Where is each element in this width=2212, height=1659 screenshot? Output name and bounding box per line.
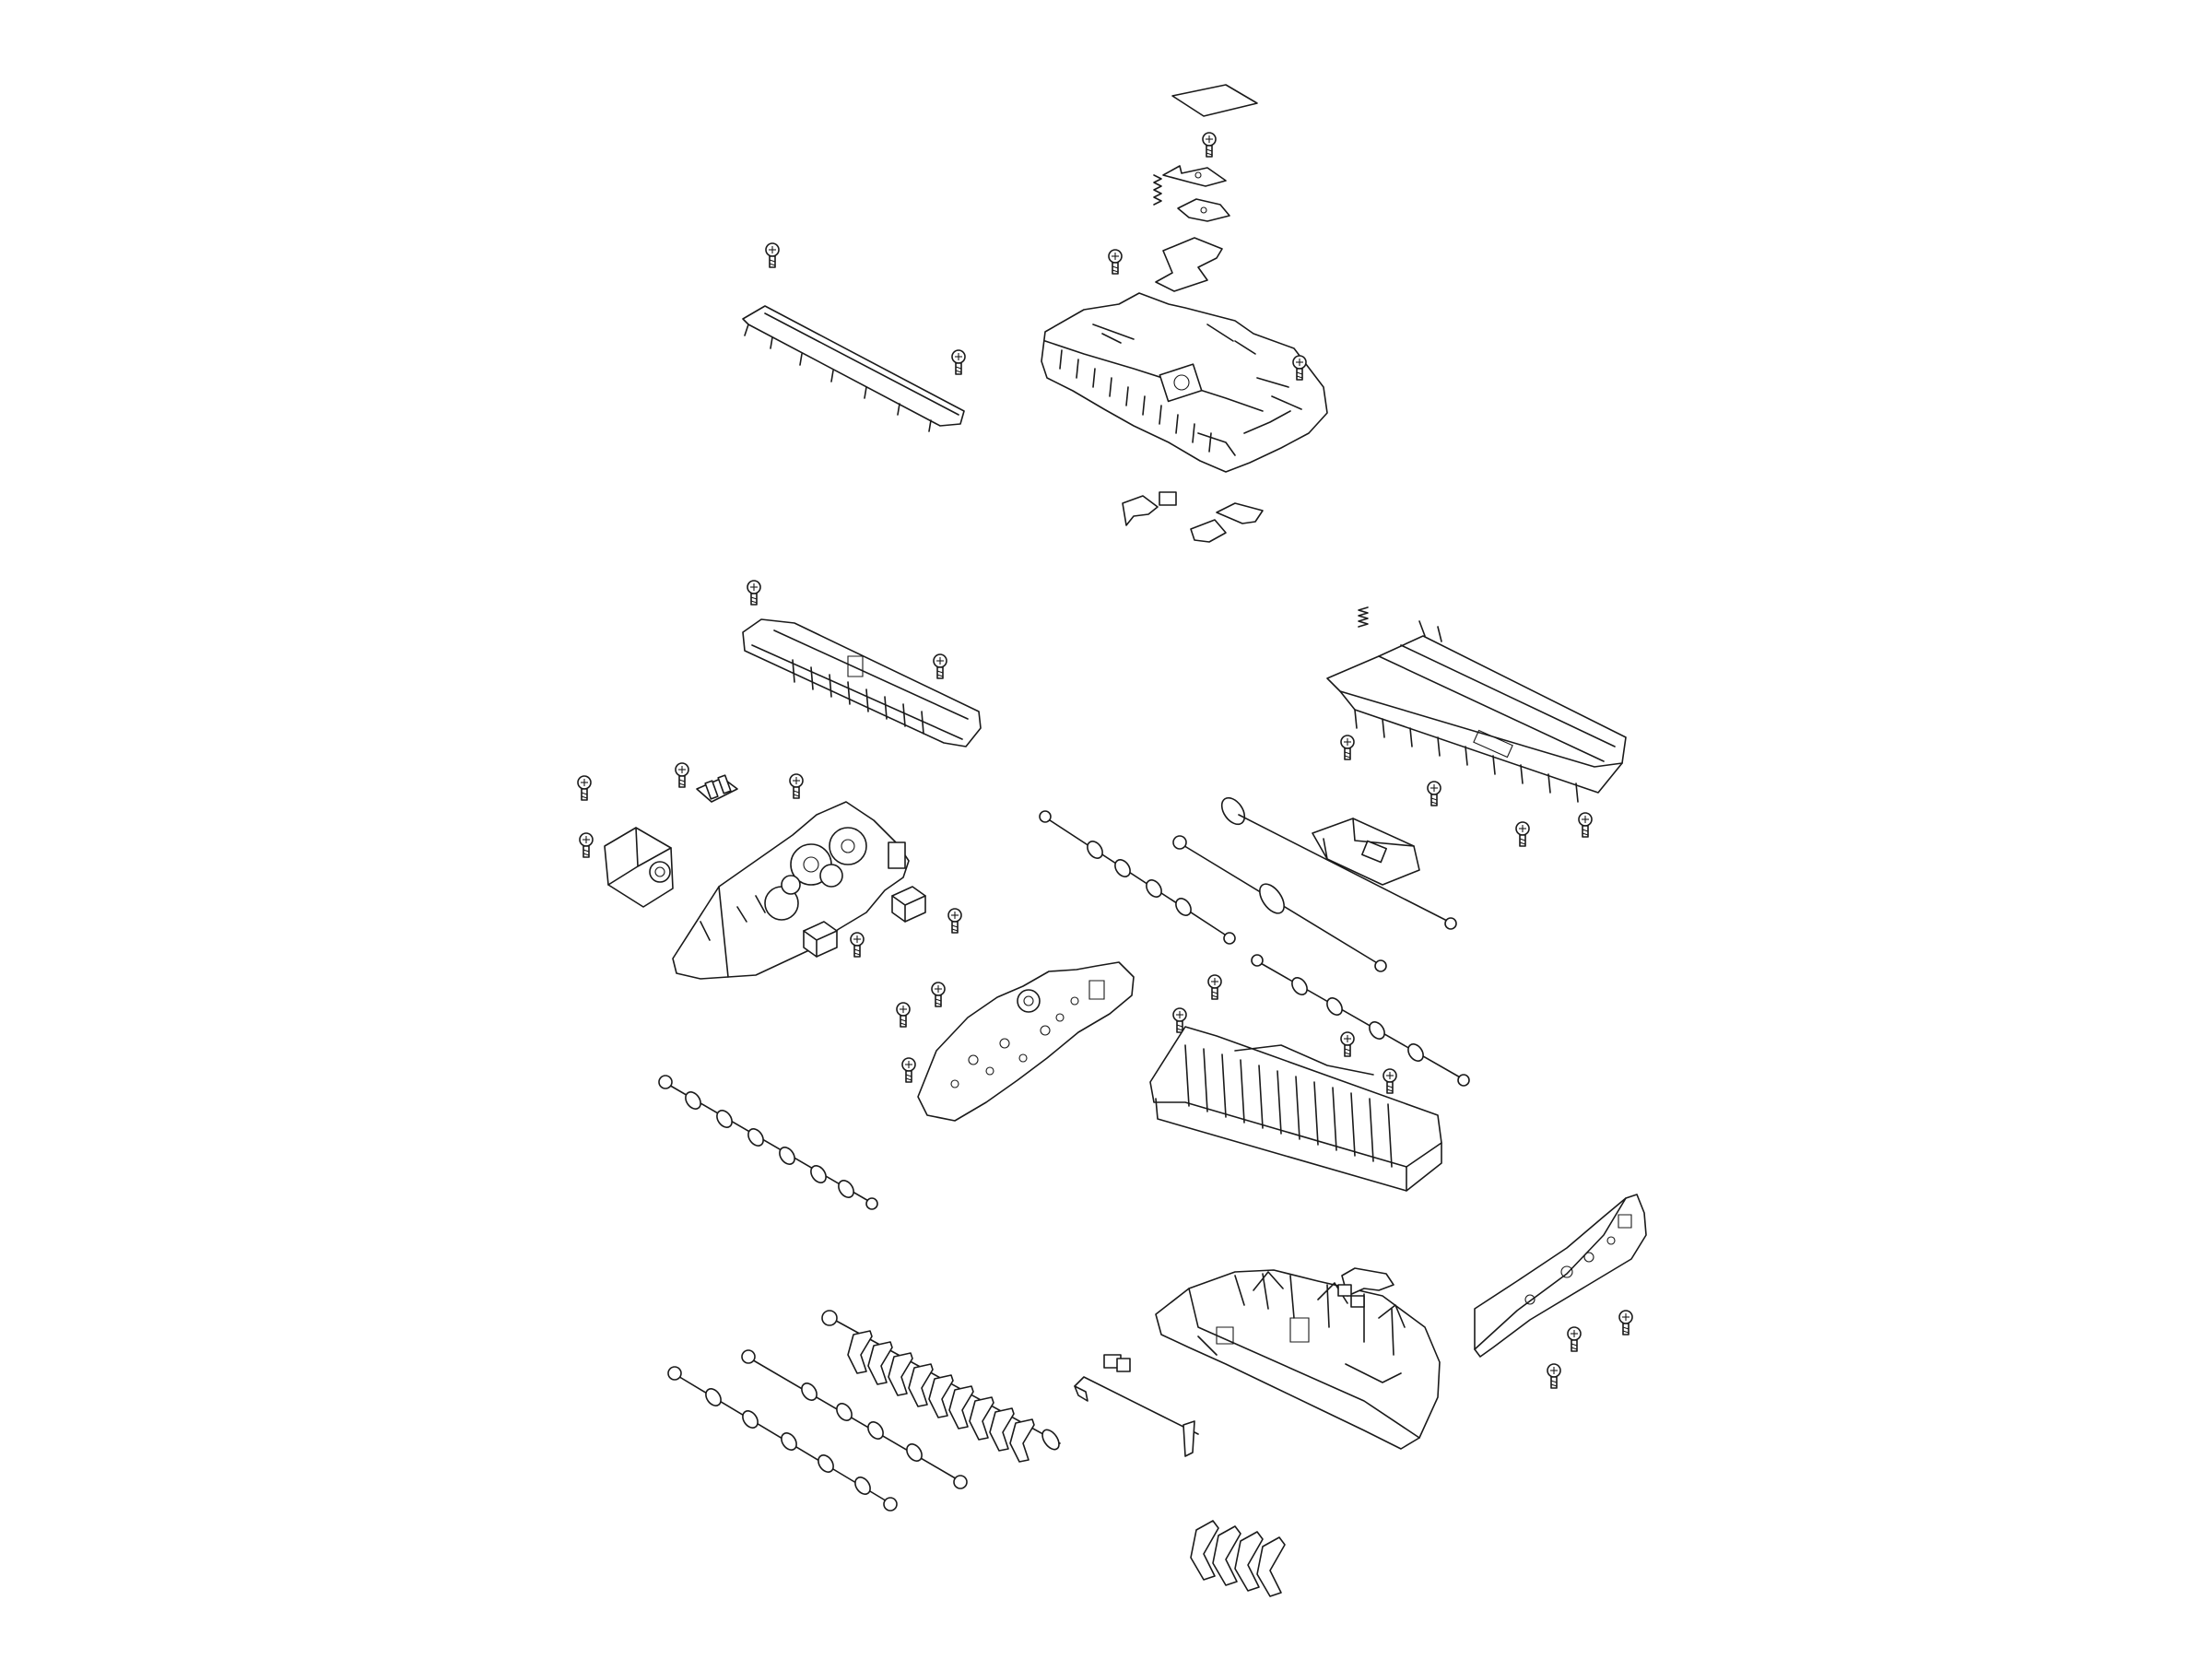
switch-block-1 (892, 887, 925, 922)
screw-guide-1 (1340, 735, 1355, 760)
switch-block-2 (804, 922, 837, 957)
screw-guide-4 (1578, 812, 1593, 838)
clip-small-right (1217, 503, 1263, 524)
bracket-lower (1178, 199, 1230, 221)
lever-shaft-bottom (1075, 1377, 1198, 1456)
side-plate-center (918, 962, 1134, 1121)
screw-sideframe-top (747, 580, 761, 606)
side-frame-upper (743, 619, 981, 747)
screw-sideplate-1 (1618, 1310, 1633, 1335)
separator-pad-4 (1257, 1537, 1285, 1596)
exit-roller-shaft (1252, 955, 1469, 1086)
stepper-motor (605, 828, 673, 907)
separator-pad-1 (1191, 1521, 1218, 1580)
spring-top (1154, 175, 1161, 205)
screw-switch-1 (947, 908, 962, 934)
screw-rail-right (951, 349, 966, 375)
screw-motor-1 (577, 775, 592, 801)
feed-roller-shaft-2 (1173, 836, 1386, 971)
screw-transport-3 (1340, 1031, 1355, 1057)
screw-frame-left (1108, 249, 1123, 275)
label-plate (1172, 85, 1257, 116)
clip-small-center (1191, 520, 1226, 542)
screw-transport-1 (1207, 974, 1222, 1000)
paper-transport-guide (1150, 1027, 1441, 1191)
screw-switch-2 (850, 932, 865, 958)
spring-guide (1359, 607, 1368, 627)
roller-shaft-left-upper (659, 1076, 877, 1209)
screw-plate-3 (901, 1057, 916, 1083)
base-frame-assembly (1156, 1270, 1440, 1449)
clip-small-left (1123, 492, 1176, 525)
screw-sideplate-2 (1567, 1326, 1582, 1352)
hinge-plate (1156, 238, 1222, 291)
screw-motor-3 (675, 762, 689, 788)
roller-shaft-bottom-middle (742, 1350, 967, 1488)
sensor-bracket (697, 775, 737, 802)
screw-sideframe-right (933, 653, 947, 679)
screw-motor-4 (789, 773, 804, 799)
roller-shaft-bottom-left (668, 1367, 897, 1511)
bracket-upper (1163, 166, 1226, 186)
screw-motor-2 (579, 832, 594, 858)
screw-plate-1 (931, 982, 946, 1007)
pickup-roller-assembly (1218, 794, 1456, 929)
screw-guide-3 (1515, 821, 1530, 847)
separator-finger-shaft (822, 1311, 1063, 1463)
screw-guide-2 (1427, 781, 1441, 806)
feed-roller-shaft-1 (1040, 811, 1235, 944)
paper-guide-plate (1327, 621, 1626, 802)
drive-gear-frame (673, 802, 909, 979)
screw-plate-2 (896, 1002, 911, 1028)
guide-rail-top (743, 306, 964, 431)
screw-rail-left (765, 242, 780, 268)
side-plate-right (1475, 1194, 1646, 1357)
sensor-small-bottom (1104, 1355, 1130, 1371)
separator-pad-3 (1235, 1532, 1263, 1591)
screw-top (1202, 132, 1217, 158)
separator-pad-2 (1213, 1526, 1241, 1585)
screw-sideplate-3 (1547, 1363, 1561, 1389)
upper-frame-assembly (1041, 293, 1327, 472)
screw-transport-4 (1382, 1068, 1397, 1094)
latch-bracket (1338, 1268, 1394, 1307)
